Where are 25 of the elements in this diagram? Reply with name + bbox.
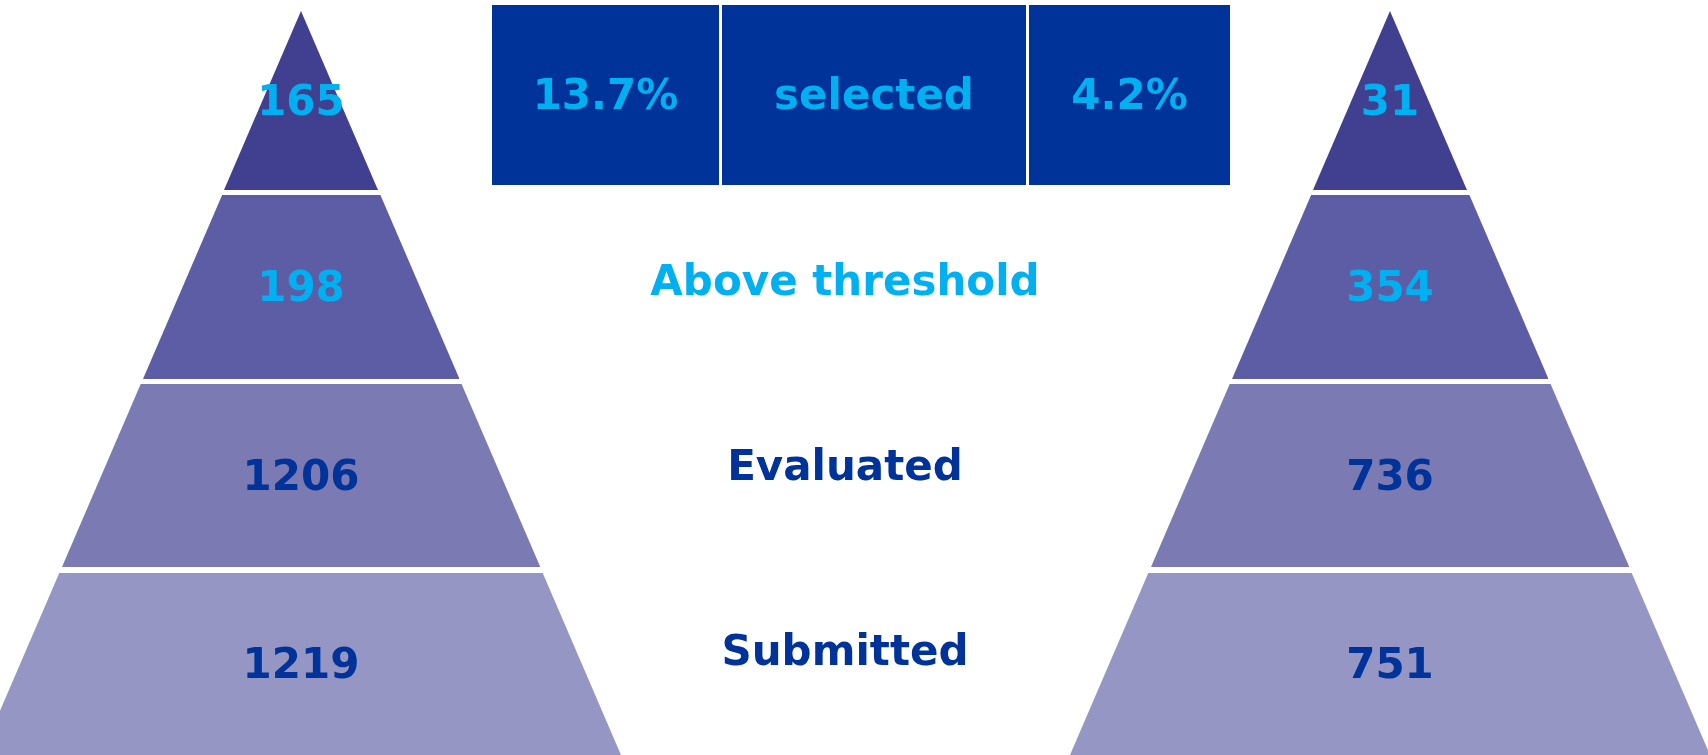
count-value: selected bbox=[774, 74, 974, 116]
count-value: 1219 bbox=[242, 643, 360, 685]
pyramid-tier bbox=[0, 573, 621, 755]
percentage-box bbox=[492, 5, 719, 185]
count-value: 736 bbox=[1346, 454, 1434, 497]
pyramid-tier bbox=[61, 384, 541, 567]
pyramid-tier bbox=[142, 195, 460, 379]
pyramid-tier bbox=[1070, 573, 1708, 755]
stage-label: Evaluated bbox=[727, 445, 963, 487]
percentage-box bbox=[722, 5, 1026, 185]
count-value: 751 bbox=[1346, 643, 1434, 685]
pyramid-tier bbox=[1150, 384, 1630, 567]
count-value: 1206 bbox=[242, 454, 360, 497]
count-value: 4.2% bbox=[1071, 74, 1188, 116]
count-value: 165 bbox=[257, 79, 345, 122]
count-value: 198 bbox=[257, 266, 345, 308]
pyramid-tier bbox=[1231, 195, 1549, 379]
count-value: 13.7% bbox=[532, 74, 679, 116]
count-value: 354 bbox=[1346, 266, 1434, 308]
stage-label: Above threshold bbox=[650, 260, 1040, 302]
percentage-box bbox=[1029, 5, 1230, 185]
count-value: 31 bbox=[1360, 79, 1420, 122]
stage-label: Submitted bbox=[721, 630, 969, 672]
pyramid-top-triangle bbox=[224, 11, 378, 190]
pyramid-top-triangle bbox=[1313, 11, 1467, 190]
